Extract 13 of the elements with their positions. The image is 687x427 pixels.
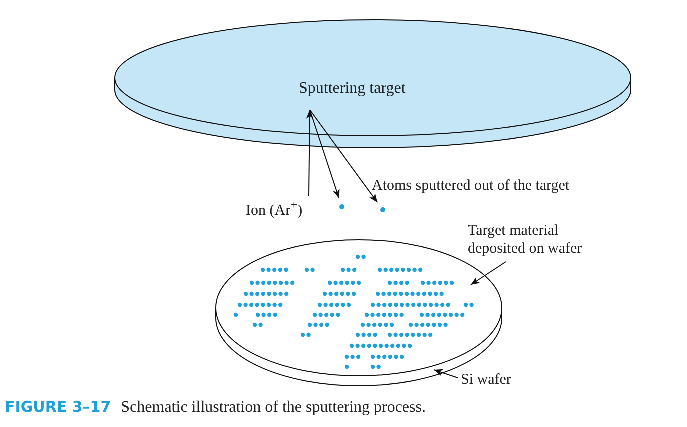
leader-line [470, 262, 506, 286]
arrow [306, 110, 314, 196]
ion-label: Ion (Ar$^{+}$) [246, 197, 303, 220]
text-label: Atoms sputtered out of the target [372, 178, 570, 195]
arrow [310, 110, 340, 199]
figure-caption: FIGURE 3–17 Schematic illustration of the sputtering process. [5, 398, 426, 417]
atom-dot [339, 204, 345, 210]
leader-line [434, 369, 458, 378]
atom-dot [380, 207, 386, 213]
callout-label: Target material deposited on wafer [468, 222, 584, 258]
arrow [310, 110, 378, 204]
target-label: Sputtering target [299, 80, 406, 97]
callout-label: Si wafer [461, 372, 512, 389]
